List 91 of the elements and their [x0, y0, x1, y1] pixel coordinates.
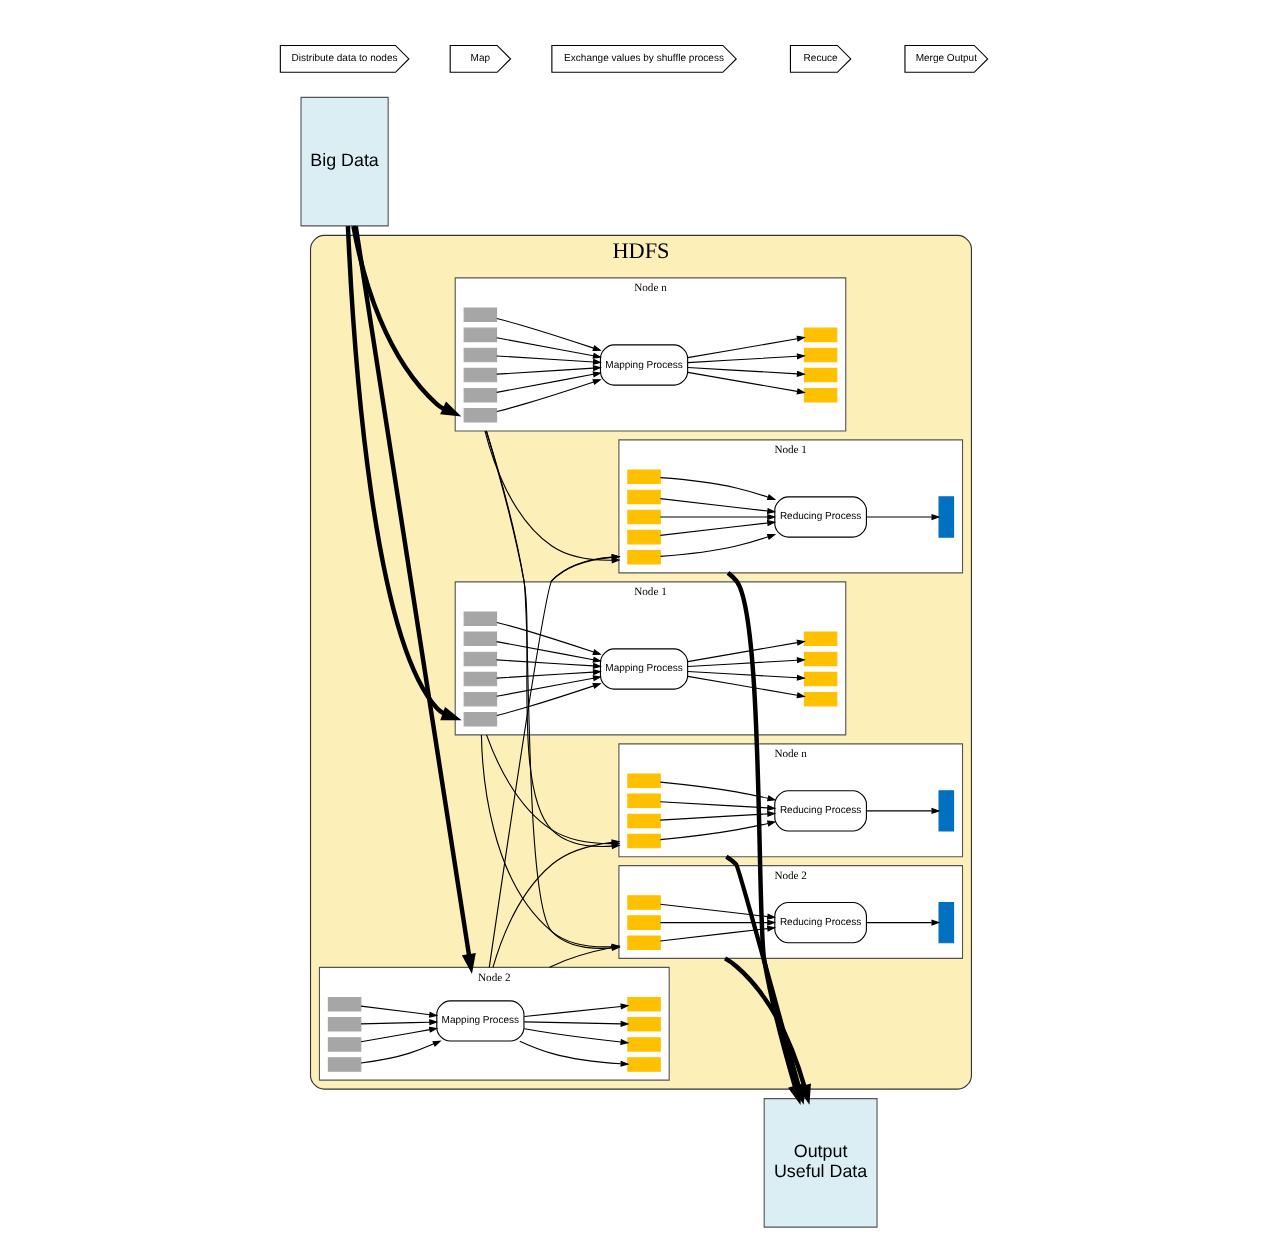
node-box — [626, 813, 660, 829]
arrow — [495, 621, 601, 655]
arrow — [495, 379, 601, 413]
node-box — [626, 509, 660, 525]
arrow — [865, 807, 940, 814]
arrow — [658, 534, 776, 557]
arrow — [686, 371, 805, 395]
arrow — [495, 683, 601, 716]
arrow — [686, 670, 805, 681]
node-box — [626, 1017, 660, 1032]
node-box — [626, 489, 660, 505]
arrow — [686, 675, 805, 699]
arrow — [495, 371, 601, 393]
arrow — [658, 903, 776, 920]
node-box — [802, 651, 837, 667]
node-box — [626, 469, 660, 485]
node-box — [462, 611, 497, 626]
arrow — [686, 335, 805, 359]
node-box — [802, 691, 837, 707]
node-box — [802, 387, 837, 403]
arrow — [865, 919, 940, 926]
arrow — [518, 1040, 629, 1067]
node-box — [626, 1057, 660, 1072]
node-box — [326, 1017, 361, 1032]
arrow — [522, 1020, 629, 1027]
node-box — [626, 773, 660, 788]
arrow — [686, 366, 805, 377]
node-box — [937, 790, 954, 832]
node-box — [462, 408, 497, 423]
arrow — [350, 225, 461, 417]
arrow — [658, 519, 776, 536]
arrow — [658, 919, 776, 926]
arrow — [686, 639, 805, 663]
node-box — [802, 327, 837, 343]
node-box — [326, 1057, 361, 1072]
arrow — [658, 498, 776, 515]
node-box — [626, 793, 660, 809]
node-box — [462, 367, 497, 383]
node-box — [626, 935, 660, 950]
arrow — [658, 820, 776, 841]
arrow — [522, 1028, 629, 1046]
arrow — [658, 801, 776, 811]
node-box — [626, 549, 660, 565]
node-box — [462, 671, 497, 687]
node-box — [462, 651, 497, 667]
arrow — [495, 337, 601, 359]
node-box — [626, 1037, 660, 1052]
node-box — [937, 901, 954, 944]
node-box — [626, 895, 660, 910]
node-box — [462, 631, 497, 647]
arrow — [658, 513, 776, 521]
node-box — [326, 996, 361, 1012]
arrow — [522, 1003, 629, 1018]
node-box — [802, 671, 837, 687]
node-box — [937, 496, 954, 538]
arrow — [658, 781, 776, 802]
node-box — [626, 996, 660, 1012]
node-box: Output Useful Data — [762, 1098, 877, 1228]
node-box — [802, 631, 837, 647]
node-box — [462, 327, 497, 343]
arrow — [865, 513, 940, 521]
node-box — [626, 915, 660, 930]
arrow — [352, 225, 475, 974]
node-box — [462, 387, 497, 403]
arrow — [658, 477, 776, 500]
arrow — [658, 810, 776, 821]
node-box — [802, 347, 837, 363]
node-box — [462, 691, 497, 707]
arrow — [495, 659, 601, 669]
node-box — [802, 367, 837, 383]
node-box: Big Data — [299, 96, 388, 227]
arrow — [495, 365, 601, 375]
node-box — [462, 307, 497, 323]
arrow — [495, 355, 601, 366]
arrow — [495, 675, 601, 697]
arrow — [495, 641, 601, 663]
node-box — [626, 529, 660, 545]
node-box — [626, 833, 660, 849]
arrow — [495, 668, 601, 679]
arrow — [359, 1040, 441, 1064]
arrow — [686, 353, 805, 364]
arrow — [658, 925, 776, 942]
arrow — [359, 1005, 438, 1018]
node-box — [462, 347, 497, 363]
arrow — [344, 226, 461, 721]
node-box — [326, 1037, 361, 1052]
node-box — [462, 712, 497, 727]
arrow — [686, 657, 805, 668]
arrow — [495, 318, 601, 351]
arrow — [359, 1026, 438, 1043]
arrow — [359, 1019, 438, 1026]
